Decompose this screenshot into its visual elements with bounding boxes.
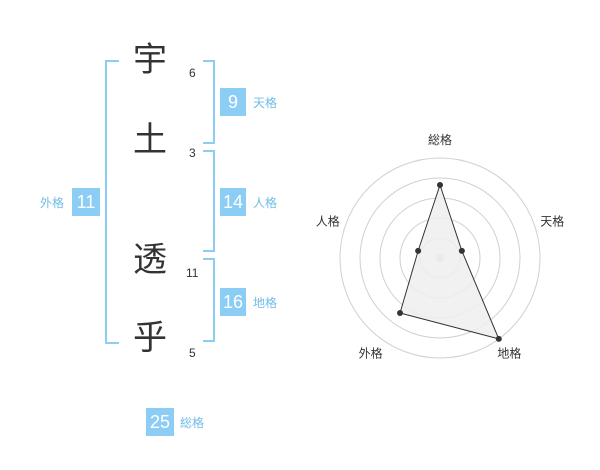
- tenkaku-label: 天格: [253, 96, 278, 110]
- name-char-3: 透: [133, 240, 167, 280]
- radar-grid-ring: [339, 157, 541, 359]
- chikaku-bracket: [203, 258, 215, 342]
- chikaku-value: 16: [220, 288, 246, 316]
- name-char-1: 宇: [133, 40, 167, 80]
- radar-point-2: [458, 247, 465, 254]
- radar-point-3: [495, 335, 502, 342]
- gaikaku-label: 外格: [40, 196, 65, 210]
- stroke-count-1: 6: [189, 66, 196, 80]
- name-char-2: 土: [133, 120, 167, 160]
- tenkaku-value: 9: [220, 88, 246, 116]
- radar-point-5: [415, 247, 422, 254]
- radar-axis-label: 地格: [497, 345, 521, 360]
- radar-point-4: [397, 310, 404, 317]
- jinkaku-bracket: [203, 150, 215, 252]
- soukaku-value: 25: [146, 408, 174, 436]
- radar-axis-label: 人格: [316, 214, 340, 229]
- stroke-count-2: 3: [189, 146, 196, 160]
- stroke-count-4: 5: [189, 346, 196, 360]
- radar-axis-label: 外格: [359, 345, 383, 360]
- chikaku-label: 地格: [253, 296, 278, 310]
- radar-axis-label: 天格: [540, 214, 564, 229]
- gaikaku-bracket: [105, 60, 119, 344]
- jinkaku-value: 14: [220, 188, 246, 216]
- name-char-4: 乎: [133, 318, 167, 358]
- gaikaku-value: 11: [72, 188, 100, 216]
- soukaku-label: 総格: [180, 416, 205, 430]
- radar-point-1: [437, 182, 443, 188]
- radar-data-polygon: [399, 183, 500, 340]
- stroke-count-3: 11: [186, 266, 199, 280]
- radar-grid-ring: [359, 177, 521, 339]
- jinkaku-label: 人格: [253, 196, 278, 210]
- tenkaku-bracket: [203, 60, 215, 144]
- radar-axis-label: 総格: [428, 132, 452, 147]
